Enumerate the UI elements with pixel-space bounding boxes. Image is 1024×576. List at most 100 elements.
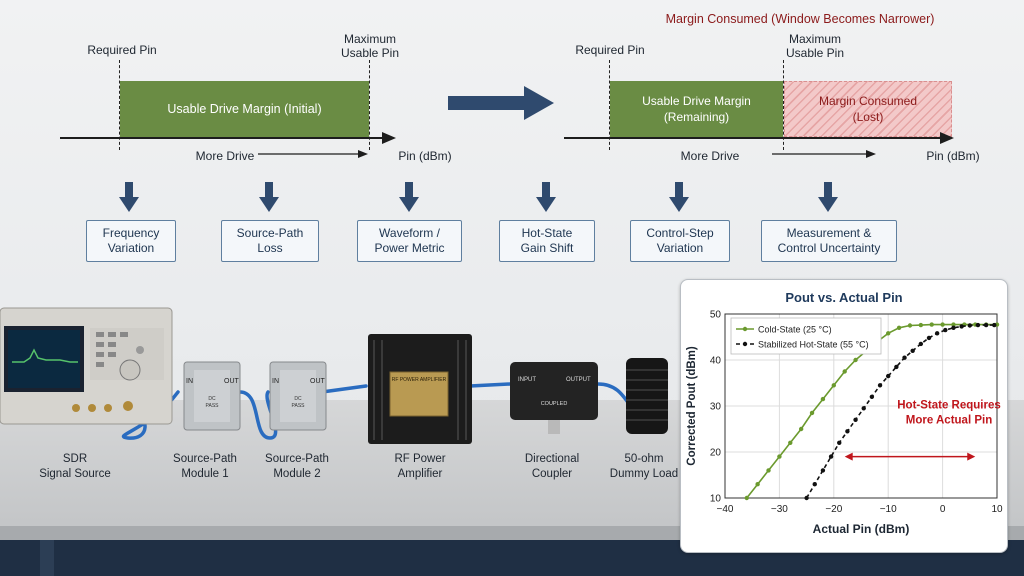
legend-marker-2 [742, 341, 748, 347]
consumed-margin-bar: Margin Consumed (Lost) [784, 81, 952, 137]
left-required-pin-label: Required Pin [87, 43, 157, 57]
series-2-point [943, 327, 948, 333]
series-1-point [918, 322, 924, 328]
annotation-text-line-1: Hot-State Requires [897, 399, 1001, 411]
series-1-point [766, 468, 771, 473]
series-2-point [812, 482, 817, 487]
dummy-load-unit [626, 358, 668, 434]
consumed-margin-label: Margin Consumed (Lost) [818, 94, 918, 124]
margin-consumed-title: Margin Consumed (Window Becomes Narrower… [665, 12, 935, 26]
factor-hot-state-gain-shift: Hot-State Gain Shift [499, 220, 595, 262]
series-2-point [967, 323, 972, 328]
series-2-point [894, 364, 899, 370]
series-2-point [853, 417, 858, 422]
x-tick-label: −20 [825, 504, 842, 515]
cable-amp-coupler [468, 382, 512, 388]
right-required-pin-label: Required Pin [575, 43, 645, 57]
series-2-point [886, 373, 891, 379]
transition-arrow-icon [448, 86, 554, 120]
series-2-point [902, 355, 907, 360]
source-path-module-2 [269, 361, 327, 431]
series-2-point [951, 325, 956, 330]
module1-caption: Source-Path Module 1 [173, 453, 237, 480]
y-axis-label: Corrected Pout (dBm) [686, 346, 698, 466]
cable-module1-module2 [238, 390, 278, 440]
coupler-coupled-label: COUPLED [540, 401, 568, 407]
series-2-point [804, 495, 809, 501]
series-2-point [877, 383, 883, 388]
coupler-input-label: INPUT [518, 377, 536, 383]
sdr-signal-source-unit [0, 307, 173, 425]
legend-label-1: Cold-State (25 °C) [758, 325, 832, 335]
left-usable-margin-bar: Usable Drive Margin (Initial) [120, 81, 369, 137]
series-2-point [992, 322, 997, 328]
sdr-caption: SDR Signal Source [39, 453, 111, 480]
series-2-point [910, 348, 915, 353]
amp-nameplate-text: RF POWER AMPLIFIER [391, 377, 447, 383]
annotation-arrow-left-head [844, 452, 853, 461]
factor-frequency-variation: Frequency Variation [86, 220, 176, 262]
series-2-point [837, 440, 842, 445]
series-2-point [820, 468, 826, 473]
right-required-pin-marker [609, 60, 610, 150]
series-2-point [861, 406, 866, 411]
x-tick-label: 0 [940, 504, 946, 515]
left-max-usable-pin-label: Maximum Usable Pin [340, 32, 400, 60]
annotation-text-line-2: More Actual Pin [906, 414, 992, 426]
coupler-output-label: OUTPUT [566, 377, 591, 383]
series-1-point [798, 426, 804, 432]
right-max-pin-marker [783, 60, 784, 150]
remaining-margin-label: Usable Drive Margin (Remaining) [642, 94, 751, 124]
series-1-point [896, 325, 902, 330]
series-1-point [788, 440, 793, 445]
x-tick-label: −10 [880, 504, 897, 515]
right-max-usable-pin-label: Maximum Usable Pin [785, 32, 845, 60]
series-2-point [959, 324, 964, 329]
right-pin-axis [564, 132, 954, 158]
module2-out-label: OUT [310, 378, 325, 385]
y-tick-label: 50 [710, 310, 722, 321]
left-max-pin-marker [369, 60, 370, 150]
amp-caption: RF Power Amplifier [394, 453, 446, 480]
dummy-load-caption: 50-ohm Dummy Load [609, 453, 679, 480]
series-1-point [842, 369, 847, 374]
series-2-point [828, 454, 834, 459]
series-2-point [926, 335, 932, 341]
coupler-caption: Directional Coupler [524, 453, 580, 480]
series-2-point [934, 331, 940, 336]
annotation-arrow-right-head [967, 452, 976, 461]
legend-label-2: Stabilized Hot-State (55 °C) [758, 340, 869, 350]
right-more-drive-label: More Drive [680, 149, 740, 163]
factor-arrows [119, 182, 838, 212]
series-1-point [744, 495, 749, 501]
series-1-point [907, 323, 913, 328]
series-1-point [886, 331, 891, 336]
x-axis-label: Actual Pin (dBm) [813, 522, 910, 536]
series-1-point [940, 322, 945, 327]
left-pin-axis-label: Pin (dBm) [398, 149, 452, 163]
y-tick-label: 40 [710, 356, 722, 367]
series-1-point [831, 383, 836, 388]
series-2-point [918, 341, 924, 347]
series-1-point [853, 357, 858, 363]
y-tick-label: 10 [710, 494, 722, 505]
left-required-pin-marker [119, 60, 120, 150]
plot-frame [724, 313, 998, 499]
directional-coupler-unit [510, 362, 598, 434]
cable-module2-amp [320, 384, 368, 394]
remaining-margin-bar: Usable Drive Margin (Remaining) [610, 81, 783, 137]
factor-control-step-variation: Control-Step Variation [630, 220, 730, 262]
left-more-drive-label: More Drive [195, 149, 255, 163]
module1-in-label: IN [186, 378, 193, 385]
source-path-module-1 [183, 361, 241, 431]
left-usable-margin-label: Usable Drive Margin (Initial) [167, 102, 322, 116]
right-pin-axis-label: Pin (dBm) [926, 149, 980, 163]
module2-caption: Source-Path Module 2 [265, 453, 329, 480]
legend-marker-1 [742, 326, 748, 332]
y-tick-label: 30 [710, 402, 722, 413]
series-1-point [951, 322, 956, 327]
series-1-point [755, 482, 760, 487]
x-tick-label: −40 [717, 504, 734, 515]
